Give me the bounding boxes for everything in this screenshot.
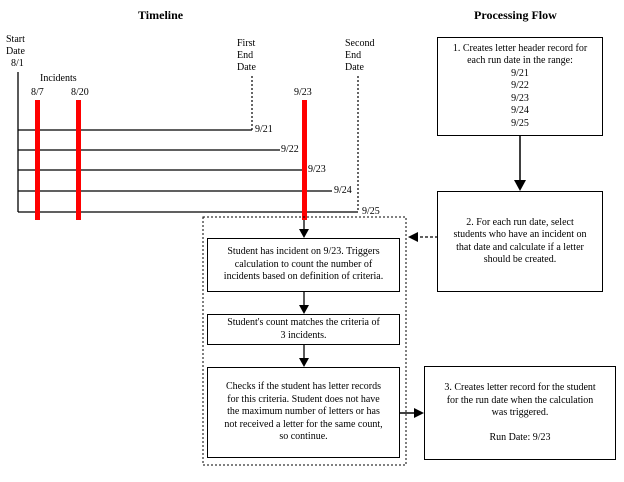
detail-box-b: Student's count matches the criteria of … [207,314,400,345]
detail-box-a: Student has incident on 9/23. Triggers c… [207,238,400,292]
run-date-label: 9/22 [281,144,299,155]
detail-box-c: Checks if the student has letter records… [207,367,400,458]
first-end-date-label: First End Date [237,38,256,73]
run-date-label: 9/25 [362,206,380,217]
incident-date-label: 9/23 [294,87,312,98]
processing-flow-heading: Processing Flow [474,8,557,22]
step2-box: 2. For each run date, select students wh… [437,191,603,292]
incident-bar-9-23 [302,100,307,220]
arrow-box-a-to-b [299,305,309,314]
start-date-label: Start Date 8/1 [6,34,25,69]
incident-date-label: 8/20 [71,87,89,98]
timeline-heading: Timeline [138,8,184,22]
run-date-label: 9/23 [308,164,326,175]
step1-box: 1. Creates letter header record for each… [437,37,603,136]
arrow-detail-to-step3 [414,408,424,418]
incidents-label: Incidents [40,73,77,84]
incident-bar-8-7 [35,100,40,220]
run-date-label: 9/24 [334,185,352,196]
arrow-step1-to-step2 [514,180,526,191]
incident-date-label: 8/7 [31,87,44,98]
arrow-to-box-a [299,229,309,238]
run-date-label: 9/21 [255,124,273,135]
detail-container [202,216,407,466]
arrow-step2-to-detail [408,232,418,242]
arrow-box-b-to-c [299,358,309,367]
step3-box: 3. Creates letter record for the student… [424,366,616,460]
incident-bar-8-20 [76,100,81,220]
second-end-date-label: Second End Date [345,38,375,73]
